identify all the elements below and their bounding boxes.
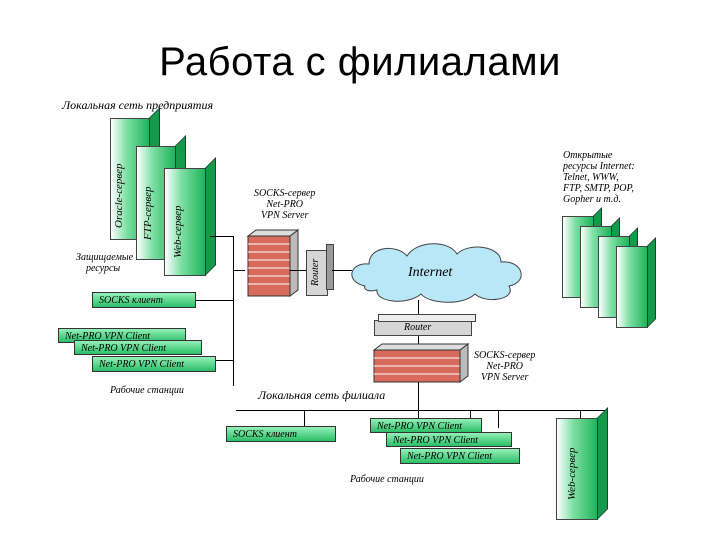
oracle-server-label: Oracle-сервер [113,163,125,229]
socks-client-top[interactable]: SOCKS клиент [92,292,196,308]
link-router [290,270,306,271]
internet-cloud [351,243,522,303]
link-socks-client [196,300,234,301]
link-branch-socks [304,410,305,428]
page-title: Работа с филиалами [159,40,561,84]
link-workstations [210,360,234,361]
enterprise-lan-label: Локальная сеть предприятия [62,98,214,112]
open-resources-label: Открытые ресурсы Internet: Telnet, WWW, … [563,150,635,205]
web-server-branch-label: Web-сервер [566,447,578,500]
protected-resources-label: Защищаемые ресурсы [76,252,134,274]
socks-server-branch-label: SOCKS-сервер Net-PRO VPN Server [474,350,536,383]
router-left-label: Router [310,258,321,286]
web-server-label: Web-сервер [172,205,184,258]
socks-server-top-label: SOCKS-сервер Net-PRO VPN Server [254,188,316,221]
internet-label: Internet [408,265,453,280]
branch-bus [236,410,606,411]
net-pro-client-b1[interactable]: Net-PRO VPN Client [370,418,482,433]
net-pro-client-3[interactable]: Net-PRO VPN Client [92,356,216,372]
socks-client-branch[interactable]: SOCKS клиент [226,426,336,442]
link-firewall [233,270,245,271]
link-internet [332,270,352,271]
link-web-server [210,236,234,237]
workstations-left-label: Рабочие станции [110,385,184,396]
firewall-top [246,229,300,297]
net-pro-client-2[interactable]: Net-PRO VPN Client [74,340,202,355]
branch-lan-label: Локальная сеть филиала [258,388,386,402]
link-firewall-bus [418,382,419,410]
net-pro-client-b3[interactable]: Net-PRO VPN Client [400,448,520,464]
lan-bus-vertical [233,236,234,386]
net-pro-client-b2[interactable]: Net-PRO VPN Client [386,432,512,447]
ftp-server-label: FTP-сервер [142,186,154,241]
firewall-branch [372,343,470,383]
link-branch-web [580,410,581,418]
workstations-branch-label: Рабочие станции [350,474,424,485]
link-internet-router [418,300,419,320]
router-branch-label: Router [404,322,432,333]
